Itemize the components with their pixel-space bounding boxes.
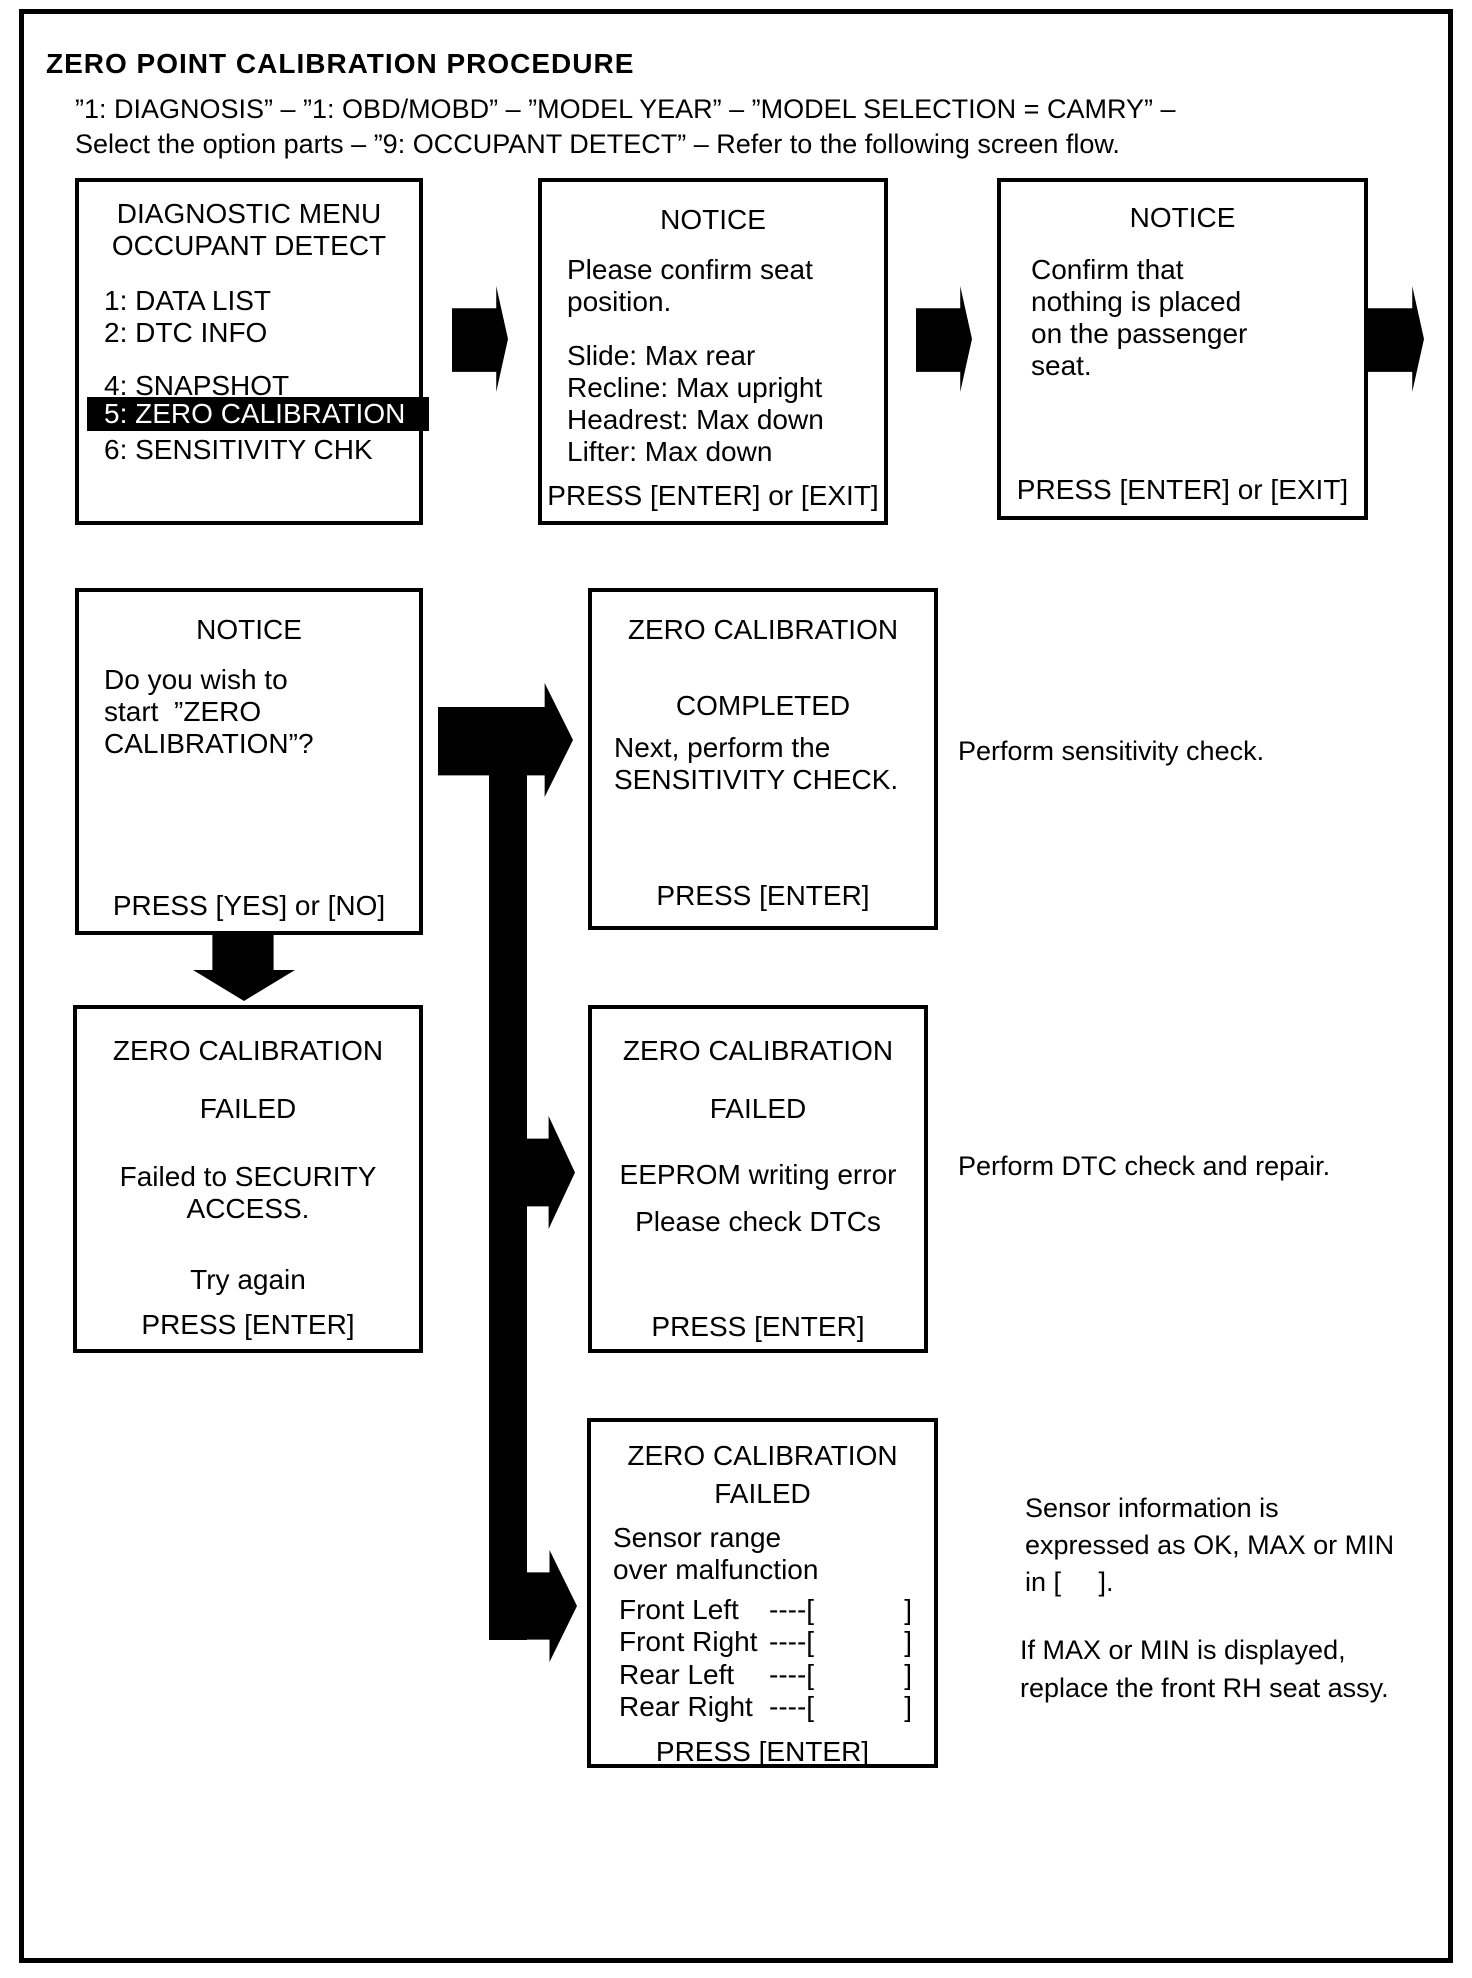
press-enter-label: PRESS [ENTER] <box>656 880 870 911</box>
press-enter-exit-label: PRESS [ENTER] or [EXIT] <box>547 480 879 511</box>
page-border <box>19 9 1453 1963</box>
menu-item-snapshot: 4: SNAPSHOT <box>104 370 290 401</box>
sensor-label: Rear Right <box>619 1691 753 1722</box>
notice-body-line: Please confirm seat <box>567 254 813 285</box>
procedure-path-line-2: Select the option parts – ”9: OCCUPANT D… <box>75 129 1120 159</box>
press-enter-label: PRESS [ENTER] <box>655 1736 870 1767</box>
sensor-dashes: ----[ <box>769 1626 815 1657</box>
body-line: EEPROM writing error <box>619 1159 897 1190</box>
screen-notice-start-calibration: NOTICE Do you wish to start ”ZERO CALIBR… <box>75 588 423 935</box>
body-line: Please check DTCs <box>635 1206 881 1237</box>
screen-failed-sensor-range: ZERO CALIBRATION FAILED Sensor range ove… <box>587 1418 938 1768</box>
press-enter-exit-label: PRESS [ENTER] or [EXIT] <box>1016 474 1349 505</box>
notice-title: NOTICE <box>660 204 766 235</box>
body-line: over malfunction <box>613 1554 819 1585</box>
screen-title: ZERO CALIBRATION <box>627 614 899 645</box>
sensor-dashes: ----[ <box>769 1659 815 1690</box>
notice-body-line: position. <box>567 286 672 317</box>
sensor-label: Front Left <box>619 1594 739 1625</box>
note-sensor-info-line: Sensor information is <box>1025 1493 1279 1523</box>
sensor-row-front-right: Front Right ----[ ] <box>619 1626 912 1658</box>
branch-trunk-line <box>489 770 527 1640</box>
seat-setting-slide: Slide: Max rear <box>567 340 756 371</box>
note-replace-seat-line: replace the front RH seat assy. <box>1020 1673 1389 1703</box>
page-title: ZERO POINT CALIBRATION PROCEDURE <box>46 48 635 79</box>
screen-zero-calibration-completed: ZERO CALIBRATION COMPLETED Next, perform… <box>588 588 938 930</box>
body-line: Failed to SECURITY <box>119 1161 377 1192</box>
body-line: SENSITIVITY CHECK. <box>614 764 899 795</box>
notice-body-line: on the passenger <box>1031 318 1248 349</box>
notice-body-line: Do you wish to <box>104 664 288 695</box>
screen-title: ZERO CALIBRATION <box>627 1440 898 1471</box>
sensor-row-rear-right: Rear Right ----[ ] <box>619 1691 912 1723</box>
screen-subtitle: OCCUPANT DETECT <box>111 230 387 261</box>
note-perform-sensitivity-check: Perform sensitivity check. <box>958 736 1265 766</box>
notice-title: NOTICE <box>1129 202 1236 233</box>
menu-item-sensitivity-chk: 6: SENSITIVITY CHK <box>104 434 373 465</box>
note-replace-seat-line: If MAX or MIN is displayed, <box>1020 1635 1346 1665</box>
note-sensor-info-line: expressed as OK, MAX or MIN <box>1025 1530 1395 1560</box>
sensor-row-front-left: Front Left ----[ ] <box>619 1594 912 1626</box>
sensor-dashes: ----[ <box>769 1594 815 1625</box>
screen-notice-passenger-seat: NOTICE Confirm that nothing is placed on… <box>997 178 1368 520</box>
notice-body-line: Confirm that <box>1031 254 1184 285</box>
screen-title: ZERO CALIBRATION <box>112 1035 384 1066</box>
screen-notice-seat-position: NOTICE Please confirm seat position. Sli… <box>538 178 888 525</box>
status-failed: FAILED <box>714 1478 811 1509</box>
notice-title: NOTICE <box>196 614 302 645</box>
menu-item-dtc-info: 2: DTC INFO <box>104 317 268 348</box>
screen-failed-eeprom: ZERO CALIBRATION FAILED EEPROM writing e… <box>588 1005 928 1353</box>
notice-body-line: seat. <box>1031 350 1092 381</box>
try-again-label: Try again <box>190 1264 306 1295</box>
status-failed: FAILED <box>199 1093 297 1124</box>
status-completed: COMPLETED <box>675 690 851 721</box>
screen-diagnostic-menu: DIAGNOSTIC MENU OCCUPANT DETECT 1: DATA … <box>75 178 429 525</box>
sensor-label: Front Right <box>619 1626 758 1657</box>
notice-body-line: CALIBRATION”? <box>104 728 314 759</box>
press-yes-no-label: PRESS [YES] or [NO] <box>112 890 386 921</box>
sensor-bracket: ] <box>904 1594 912 1625</box>
note-perform-dtc-check: Perform DTC check and repair. <box>958 1151 1331 1181</box>
body-line: ACCESS. <box>186 1193 310 1224</box>
notice-body-line: nothing is placed <box>1031 286 1242 317</box>
procedure-path-line-1: ”1: DIAGNOSIS” – ”1: OBD/MOBD” – ”MODEL … <box>75 94 1176 124</box>
screen-title: ZERO CALIBRATION <box>622 1035 894 1066</box>
screen-failed-security-access: ZERO CALIBRATION FAILED Failed to SECURI… <box>73 1005 423 1353</box>
sensor-bracket: ] <box>904 1691 912 1722</box>
body-line: Sensor range <box>613 1522 782 1553</box>
sensor-dashes: ----[ <box>769 1691 815 1722</box>
note-sensor-info-line: in [ ]. <box>1025 1567 1114 1597</box>
seat-setting-lifter: Lifter: Max down <box>567 436 773 467</box>
menu-item-data-list: 1: DATA LIST <box>104 285 272 316</box>
seat-setting-recline: Recline: Max upright <box>567 372 823 403</box>
body-line: Next, perform the <box>614 732 831 763</box>
sensor-row-rear-left: Rear Left ----[ ] <box>619 1659 912 1691</box>
status-failed: FAILED <box>709 1093 807 1124</box>
screen-title: DIAGNOSTIC MENU <box>116 198 382 229</box>
seat-setting-headrest: Headrest: Max down <box>567 404 824 435</box>
sensor-label: Rear Left <box>619 1659 735 1690</box>
notice-body-line: start ”ZERO <box>104 696 262 727</box>
sensor-bracket: ] <box>904 1626 912 1657</box>
menu-item-zero-calibration-selected: 5: ZERO CALIBRATION <box>87 397 429 431</box>
press-enter-label: PRESS [ENTER] <box>651 1311 865 1342</box>
press-enter-label: PRESS [ENTER] <box>141 1309 355 1340</box>
sensor-bracket: ] <box>904 1659 912 1690</box>
